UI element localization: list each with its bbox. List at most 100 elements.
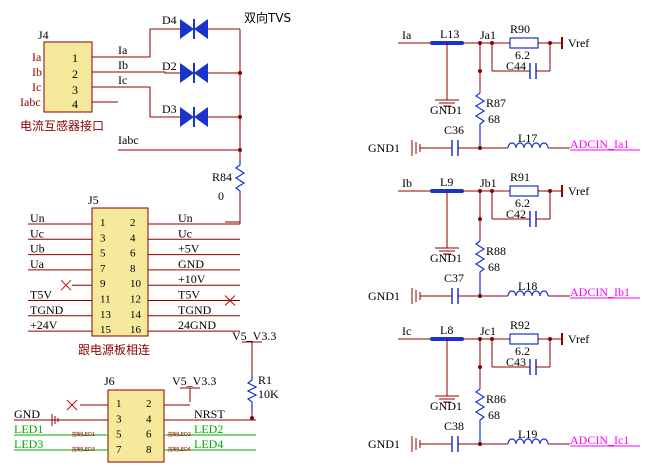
j6-note-2: 控制LED3 — [72, 446, 95, 453]
j4-net-ia: Ia — [118, 43, 128, 57]
j4-pin-1: 1 — [72, 51, 78, 65]
j5-right-net-7: 24GND — [178, 318, 216, 332]
j4-designator: J4 — [38, 28, 49, 42]
series-resistor-body — [509, 37, 539, 49]
v33-label-top: V5_V3.3 — [232, 329, 276, 343]
r84-value: 0 — [218, 189, 224, 203]
inductor-out-designator: L18 — [518, 279, 537, 293]
j6-net-nrst: NRST — [194, 407, 225, 421]
divider-resistor-value: 68 — [488, 112, 500, 126]
j5-pin-5: 5 — [100, 248, 106, 260]
gnd-left-label: GND1 — [368, 141, 400, 155]
j5-right-net-3: GND — [178, 257, 204, 271]
j6-pin-8: 8 — [146, 444, 152, 456]
inductor-out-designator: L19 — [518, 427, 537, 441]
j5-right-net-6: TGND — [178, 303, 212, 317]
series-resistor-designator: R90 — [510, 22, 530, 36]
j6-net-led4: LED4 — [194, 437, 223, 451]
j4-label-ic: Ic — [32, 80, 41, 94]
divider-resistor-designator: R88 — [486, 244, 506, 258]
series-resistor-designator: R91 — [510, 170, 530, 184]
j4-caption: 电流互感器接口 — [20, 118, 104, 133]
j6-body — [107, 389, 165, 463]
j4-pin-4: 4 — [72, 97, 78, 111]
j5-pin-12: 12 — [130, 294, 141, 306]
channel-input-label: Ic — [402, 324, 411, 338]
j4-body — [43, 41, 93, 113]
inductor-in-designator: L8 — [440, 323, 453, 337]
v33-label-bottom: V5_V3.3 — [172, 374, 216, 388]
j4-label-iabc: Iabc — [20, 95, 41, 109]
inductor-out-coil — [507, 290, 549, 297]
vref-label: Vref — [568, 184, 589, 198]
j5-pin-16: 16 — [130, 324, 142, 336]
j4-net-ic: Ic — [118, 73, 127, 87]
divider-resistor-value: 68 — [488, 408, 500, 422]
series-resistor-value: 6.2 — [515, 196, 530, 210]
tvs-title: 双向TVS — [244, 10, 291, 25]
j4-net-iabc: Iabc — [118, 133, 139, 147]
j6-pin-5: 5 — [116, 429, 122, 441]
j6-pin-1: 1 — [116, 398, 122, 410]
j5-left-net-1: Uc — [30, 226, 44, 240]
j5-left-net-3: Ua — [30, 257, 45, 271]
j5-pin-2: 2 — [130, 217, 136, 229]
channel-input-label: Ib — [402, 176, 412, 190]
gnd-left-label: GND1 — [368, 437, 400, 451]
gnd-left-label: GND1 — [368, 289, 400, 303]
j6-note-1: 控制LED1 — [72, 431, 95, 438]
inductor-out-coil — [507, 142, 549, 149]
divider-resistor-value: 68 — [488, 260, 500, 274]
j4-net-ib: Ib — [118, 58, 128, 72]
j5-right-net-0: Un — [178, 211, 193, 225]
adc-net-label: ADCIN_Ib1 — [570, 285, 630, 299]
r1-value: 10K — [258, 387, 279, 401]
series-resistor-body — [509, 333, 539, 345]
j4-pin-3: 3 — [72, 83, 78, 97]
divider-resistor — [474, 92, 486, 148]
j5-pin-1: 1 — [100, 217, 106, 229]
j5-right-net-1: Uc — [178, 226, 192, 240]
j5-right-net-2: +5V — [178, 242, 200, 256]
j5-pin-13: 13 — [100, 309, 112, 321]
j6-pin-3: 3 — [116, 413, 122, 425]
j6-pin-7: 7 — [116, 444, 122, 456]
j5-pin-10: 10 — [130, 278, 142, 290]
r1-designator: R1 — [258, 373, 272, 387]
node-label: Jc1 — [480, 324, 496, 338]
divider-resistor — [474, 240, 486, 296]
tvs-diode-d4: D4 — [162, 13, 220, 39]
j5-left-net-6: TGND — [30, 303, 64, 317]
resistor-r84: R84 0 — [212, 160, 246, 203]
j5-pin-7: 7 — [100, 263, 106, 275]
series-resistor-body — [509, 185, 539, 197]
j5-pin-15: 15 — [100, 324, 112, 336]
j5-pin-6: 6 — [130, 248, 136, 260]
supply-and-r1: V5_V3.3 V5_V3.3 R1 10K — [172, 329, 279, 420]
divider-resistor — [474, 388, 486, 444]
j6-net-led1: LED1 — [14, 422, 43, 436]
divider-resistor-designator: R87 — [486, 96, 506, 110]
parallel-cap-designator: C42 — [506, 207, 526, 221]
j5-body — [91, 207, 149, 337]
divider-resistor-designator: R86 — [486, 392, 506, 406]
node-label: Ja1 — [480, 28, 496, 42]
d4-label: D4 — [162, 13, 177, 27]
adc-net-label: ADCIN_Ia1 — [570, 137, 629, 151]
j5-left-net-2: Ub — [30, 242, 45, 256]
j5-designator: J5 — [88, 193, 99, 207]
j6-pin-6: 6 — [146, 429, 152, 441]
j5-pin-14: 14 — [130, 309, 142, 321]
vref-label: Vref — [568, 332, 589, 346]
parallel-cap-designator: C43 — [506, 355, 526, 369]
tvs-diode-d3: D3 — [162, 102, 220, 127]
gnd-label: GND1 — [430, 251, 462, 265]
j5-right-net-5: T5V — [178, 288, 200, 302]
channel-input-label: Ia — [402, 28, 412, 42]
cap2-designator: C38 — [444, 419, 464, 433]
